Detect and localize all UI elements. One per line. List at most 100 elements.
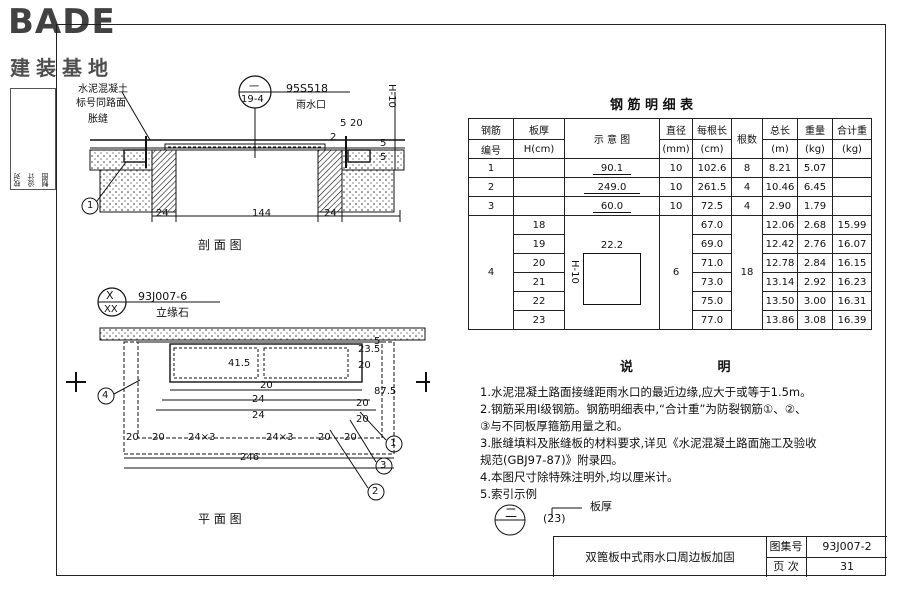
hdr-dia2: (mm) xyxy=(659,139,693,159)
section-ref-bottom: 19-4 xyxy=(241,94,264,105)
section-dim-5c: 5 xyxy=(380,152,387,163)
left-wall xyxy=(151,149,177,213)
row3-len: 72.5 xyxy=(692,196,732,216)
stamp-check: 校对 xyxy=(13,173,21,187)
brand-subtitle: 建装基地 xyxy=(10,56,114,80)
row4a-len: 67.0 xyxy=(692,215,732,235)
row3-no: 3 xyxy=(468,196,514,216)
hdr-no2: 编号 xyxy=(468,139,514,159)
row4b-len: 69.0 xyxy=(692,234,732,254)
rebar-table-title: 钢 筋 明 细 表 xyxy=(610,98,694,113)
plan-marker-3-label: 3 xyxy=(380,460,387,471)
section-dim-24a: 24 xyxy=(156,208,169,219)
hdr-thk: 板厚 xyxy=(513,118,565,140)
row4a-total: 12.06 xyxy=(762,215,798,235)
plan-marker-1 xyxy=(385,435,403,453)
plan-marker-3 xyxy=(375,457,393,475)
plan-ref-bottom: XX xyxy=(104,304,118,315)
plan-dim-20e: 20 xyxy=(260,380,273,391)
drawing-frame xyxy=(56,24,886,576)
row4f-sum: 16.39 xyxy=(832,310,872,330)
hdr-dia: 直径 xyxy=(659,118,693,140)
atlas-no: 93J007-2 xyxy=(807,537,887,558)
row4b-weight: 2.76 xyxy=(797,234,833,254)
section-dim-24b: 24 xyxy=(324,208,337,219)
hdr-diagram: 示 意 图 xyxy=(564,118,660,159)
plan-dim-20f: 20 xyxy=(356,398,369,409)
row2-len: 261.5 xyxy=(692,177,732,197)
row4c-thk: 20 xyxy=(513,253,565,273)
row4-diag-w: 22.2 xyxy=(600,240,624,251)
row1-diag-text: 90.1 xyxy=(592,162,632,175)
row4e-sum: 16.31 xyxy=(832,291,872,311)
row3-sum xyxy=(832,196,872,216)
plan-dim-20c: 20 xyxy=(318,432,331,443)
plan-dim-20a: 20 xyxy=(126,432,139,443)
row2-total: 10.46 xyxy=(762,177,798,197)
table-row: 1 90.1 10 102.6 8 8.21 5.07 xyxy=(468,158,872,178)
section-dim-5: 5 xyxy=(340,118,347,129)
row4-diag: 22.2 H-10 xyxy=(564,215,660,330)
row4-dia: 6 xyxy=(659,215,693,330)
hdr-len2: (cm) xyxy=(692,139,732,159)
rebar-table: 钢筋 板厚 示 意 图 直径 每根长 根数 总长 重量 合计重 编号 H(cm)… xyxy=(468,118,872,330)
row2-thk xyxy=(513,177,565,197)
index-num: (23) xyxy=(543,512,566,525)
table-row: 20 71.0 12.78 2.84 16.15 xyxy=(469,253,872,273)
row4b-sum: 16.07 xyxy=(832,234,872,254)
table-row: 2 249.0 10 261.5 4 10.46 6.45 xyxy=(468,177,872,197)
note-line-1: 1.水泥混凝土路面接缝距雨水口的最近边缘,应大于或等于1.5m。 xyxy=(480,385,812,399)
plan-dim-23-5: 23.5 xyxy=(358,344,381,355)
row1-len: 102.6 xyxy=(692,158,732,178)
row4f-total: 13.86 xyxy=(762,310,798,330)
page-label: 页 次 xyxy=(766,557,807,577)
hdr-no: 钢筋 xyxy=(468,118,514,140)
hdr-sum: 合计重 xyxy=(832,118,872,140)
hdr-sum2: (kg) xyxy=(832,139,872,159)
note-line-7: 5.索引示例 xyxy=(480,487,537,501)
section-title: 剖 面 图 xyxy=(198,238,242,252)
row4e-total: 13.50 xyxy=(762,291,798,311)
hdr-total: 总长 xyxy=(762,118,798,140)
hdr-thk2: H(cm) xyxy=(513,139,565,159)
section-h-label: H-10 xyxy=(386,84,397,108)
row2-sum xyxy=(832,177,872,197)
row4c-total: 12.78 xyxy=(762,253,798,273)
section-joint-label: 胀缝 xyxy=(88,114,108,125)
plan-ref-top: X xyxy=(106,289,114,302)
table-row: 21 73.0 13.14 2.92 16.23 xyxy=(469,272,872,292)
table-row: 4 18 22.2 H-10 6 67.0 18 12.06 2.68 15.9… xyxy=(468,215,872,330)
hdr-count: 根数 xyxy=(731,118,763,159)
drawing-name: 双篦板中式雨水口周边板加固 xyxy=(554,537,767,577)
section-dim-5b: 5 xyxy=(380,138,387,149)
hdr-total2: (m) xyxy=(762,139,798,159)
note-line-4: 3.胀缝填料及胀缝板的材料要求,详见《水泥混凝土路面施工及验收 xyxy=(480,436,817,450)
hdr-weight2: (kg) xyxy=(797,139,833,159)
row4e-len: 75.0 xyxy=(692,291,732,311)
row4c-len: 71.0 xyxy=(692,253,732,273)
note-line-2: 2.钢筋采用Ⅰ级钢筋。钢筋明细表中,“合计重”为防裂钢筋①、②、 xyxy=(480,402,807,416)
plan-dim-24b: 24 xyxy=(252,410,265,421)
plan-dim-20h: 20 xyxy=(358,360,371,371)
row2-diag-text: 249.0 xyxy=(583,181,641,194)
plan-dim-246: 246 xyxy=(240,452,260,463)
row3-total: 2.90 xyxy=(762,196,798,216)
row1-diag: 90.1 xyxy=(564,158,660,178)
plan-marker-4 xyxy=(97,387,115,405)
row4a-weight: 2.68 xyxy=(797,215,833,235)
plan-ref-std: 93J007-6 xyxy=(138,290,188,303)
row2-dia: 10 xyxy=(659,177,693,197)
row4d-len: 73.0 xyxy=(692,272,732,292)
section-marker-label: 1 xyxy=(87,200,94,211)
row3-thk xyxy=(513,196,565,216)
table-row: 3 60.0 10 72.5 4 2.90 1.79 xyxy=(468,196,872,216)
plan-dim-41-5: 41.5 xyxy=(228,358,251,369)
row4e-weight: 3.00 xyxy=(797,291,833,311)
title-block: 双篦板中式雨水口周边板加固 图集号 93J007-2 页 次 31 xyxy=(553,536,887,577)
note-line-5: 规范(GBJ97-87)》附录四。 xyxy=(480,453,624,467)
index-symbol: 二 xyxy=(505,506,518,520)
hdr-len: 每根长 xyxy=(692,118,732,140)
row3-count: 4 xyxy=(731,196,763,216)
row1-total: 8.21 xyxy=(762,158,798,178)
row1-no: 1 xyxy=(468,158,514,178)
